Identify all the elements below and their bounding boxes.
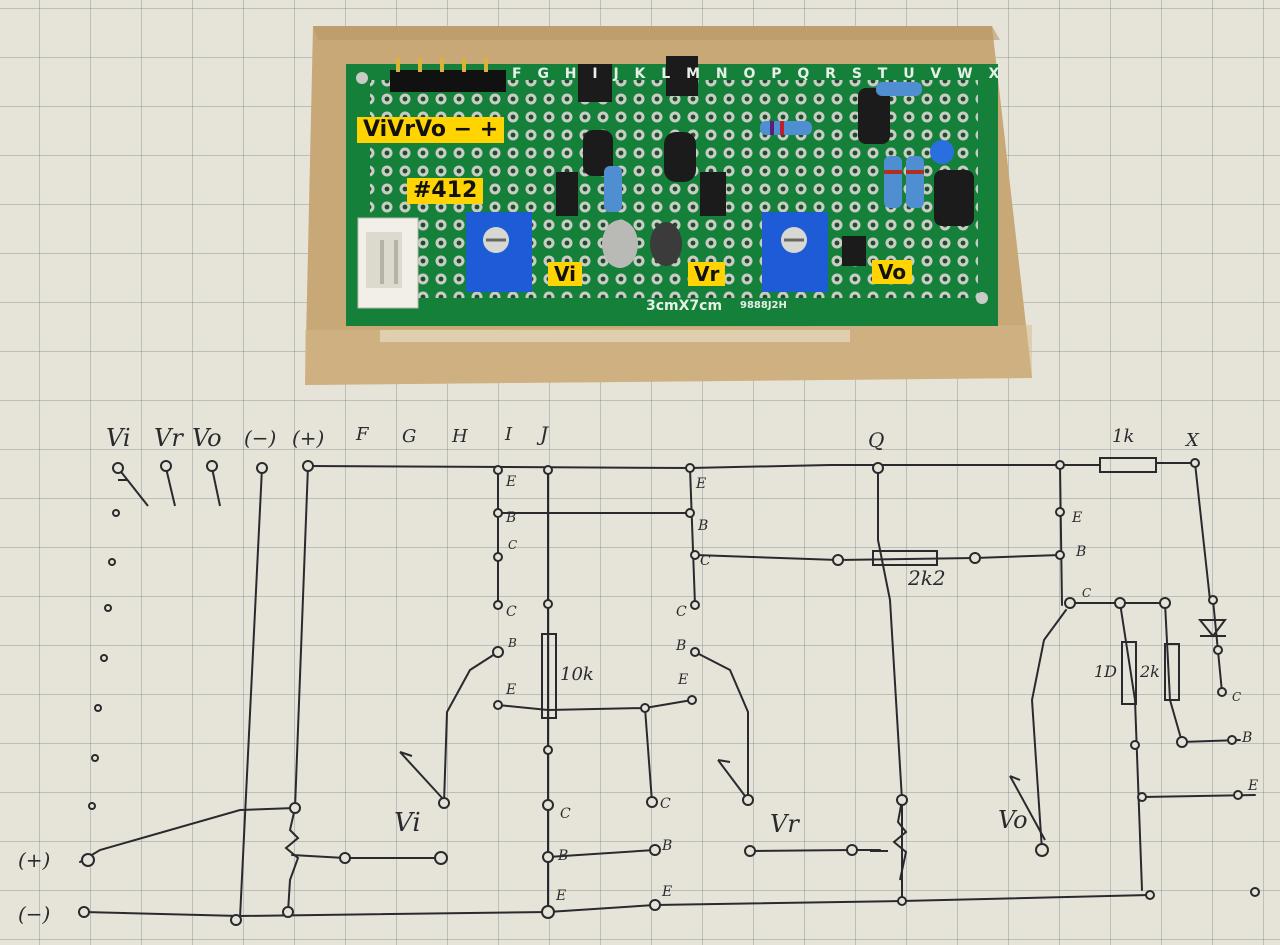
hand-resistor-2k2: 2k2 xyxy=(908,566,946,590)
pin-b-5: B xyxy=(558,848,569,864)
hand-rail-minus: (−) xyxy=(18,902,51,926)
schematic-junctions xyxy=(78,458,1260,926)
column-letters: F G H I J K L M N O P Q R S T U V W X xyxy=(512,66,1005,82)
pin-b-3: B xyxy=(698,518,709,534)
schematic-resistors xyxy=(541,457,1180,719)
pin-b-6: B xyxy=(662,838,673,854)
schematic-pots xyxy=(284,799,908,913)
label-vo: Vo xyxy=(872,260,913,284)
pin-header xyxy=(390,58,506,92)
pin-e-7: E xyxy=(1072,510,1083,526)
board-size-silk: 3cmX7cm xyxy=(646,298,723,314)
hand-resistor-2k: 2k xyxy=(1140,662,1160,681)
hand-pot-vi: Vi xyxy=(394,808,421,838)
hand-header-plus: (+) xyxy=(292,426,325,450)
pin-c-1: C xyxy=(508,538,518,552)
pin-c-3: C xyxy=(700,553,711,569)
transistors xyxy=(556,56,974,266)
pin-e-1: E xyxy=(506,474,517,490)
hand-header-j: J xyxy=(540,422,549,446)
hand-header-x: X xyxy=(1186,430,1199,451)
hand-resistor-1d: 1D xyxy=(1094,662,1118,681)
hand-header-vi: Vi xyxy=(106,424,131,452)
power-connector xyxy=(357,217,419,309)
resistors xyxy=(604,82,924,212)
pin-e-2: E xyxy=(506,682,517,698)
hand-header-g: G xyxy=(402,426,417,447)
hand-header-f: F xyxy=(356,424,369,445)
pin-b-1: B xyxy=(506,510,517,526)
pin-c-7: C xyxy=(1082,586,1092,600)
pin-b-8: B xyxy=(1242,730,1253,746)
hand-header-vo: Vo xyxy=(192,424,222,452)
pin-e-6: E xyxy=(662,884,673,900)
pin-e-4: E xyxy=(678,672,689,688)
pin-c-4: C xyxy=(676,604,687,620)
hand-resistor-10k: 10k xyxy=(560,664,594,685)
pin-c-8: C xyxy=(1232,690,1242,704)
label-vr: Vr xyxy=(688,262,726,286)
trimmer-pots xyxy=(466,212,828,292)
pin-b-2: B xyxy=(508,636,517,650)
label-vi: Vi xyxy=(548,262,582,286)
hand-header-vr: Vr xyxy=(154,424,183,452)
pin-e-3: E xyxy=(696,476,707,492)
hand-header-i: I xyxy=(505,424,513,445)
label-board-id: #412 xyxy=(407,178,484,205)
pin-e-5: E xyxy=(556,888,567,904)
hand-header-q: Q xyxy=(868,428,885,452)
pin-b-4: B xyxy=(676,638,687,654)
schematic-arrows xyxy=(117,467,1046,852)
led xyxy=(930,140,954,164)
hand-resistor-1k: 1k xyxy=(1112,426,1135,447)
board-code-silk: 9888J2H xyxy=(740,300,787,311)
hand-header-h: H xyxy=(452,426,468,447)
hand-pot-vo: Vo xyxy=(998,806,1028,834)
hand-rail-plus: (+) xyxy=(18,848,51,872)
pin-c-5: C xyxy=(560,806,571,822)
schematic-led-symbol xyxy=(1197,619,1227,638)
pin-e-8: E xyxy=(1248,778,1259,794)
hand-pot-vr: Vr xyxy=(770,810,799,838)
capacitors xyxy=(602,220,682,268)
pin-c-6: C xyxy=(660,796,671,812)
pin-b-7: B xyxy=(1076,544,1087,560)
label-vivrvo: ViVrVo − + xyxy=(357,117,505,144)
hand-header-minus: (−) xyxy=(244,426,277,450)
pin-c-2: C xyxy=(506,604,517,620)
